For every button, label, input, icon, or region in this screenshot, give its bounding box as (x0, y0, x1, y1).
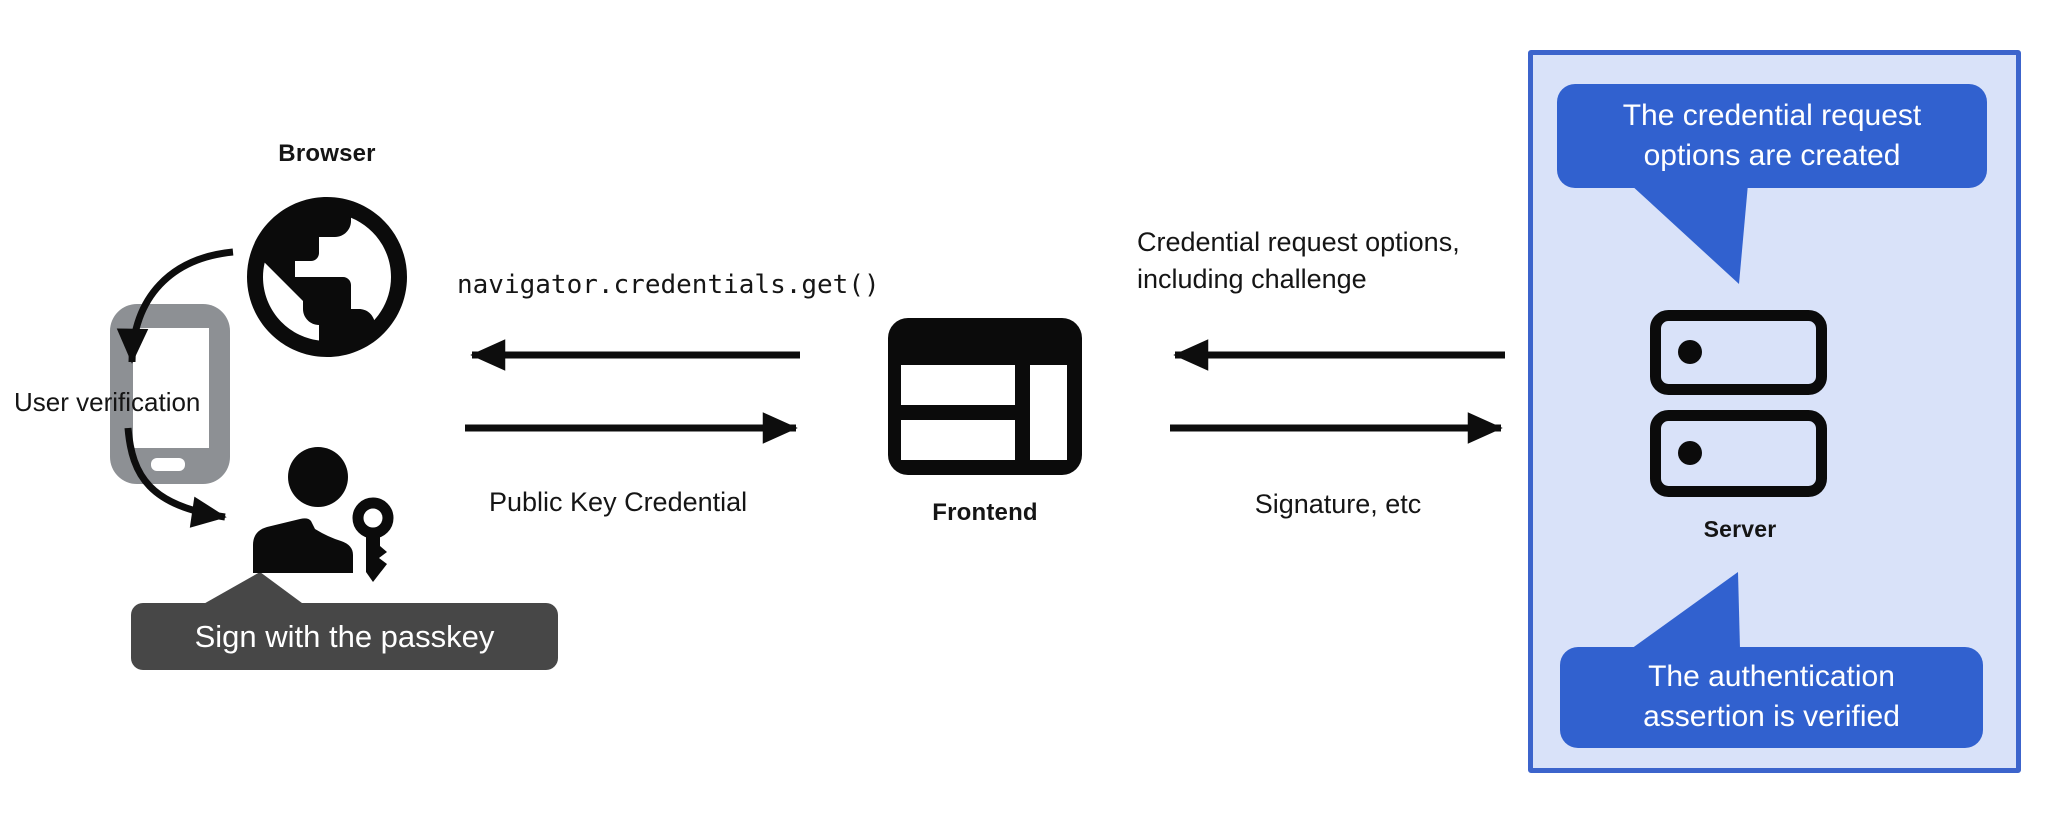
bubble-assertion-verified: The authentication assertion is verified (1560, 647, 1983, 748)
key-icon (352, 497, 394, 582)
browser-window-icon (888, 318, 1082, 475)
credential-request-options-label: Credential request options, including ch… (1137, 224, 1460, 298)
globe-icon (247, 197, 407, 357)
passkey-tooltip: Sign with the passkey (131, 603, 558, 670)
bubble-top-line2: options are created (1643, 139, 1901, 172)
person-icon (253, 447, 394, 582)
bubble-top-line1: The credential request (1622, 99, 1922, 132)
bubble-credential-request-created: The credential request options are creat… (1557, 84, 1987, 188)
server-stack-icon (1650, 310, 1827, 497)
bubble-bottom-line1: The authentication (1648, 660, 1895, 693)
frontend-label: Frontend (932, 499, 1038, 526)
server-label: Server (1703, 516, 1777, 542)
browser-label: Browser (278, 140, 376, 167)
code-call-label: navigator.credentials.get() (457, 270, 880, 300)
user-verification-label: User verification (14, 387, 201, 417)
public-key-credential-label: Public Key Credential (489, 487, 748, 517)
bubble-bottom-line2: assertion is verified (1643, 700, 1900, 733)
credential-request-options-line1: Credential request options, (1137, 227, 1460, 257)
signature-label: Signature, etc (1254, 489, 1422, 519)
credential-request-options-line2: including challenge (1137, 264, 1367, 294)
